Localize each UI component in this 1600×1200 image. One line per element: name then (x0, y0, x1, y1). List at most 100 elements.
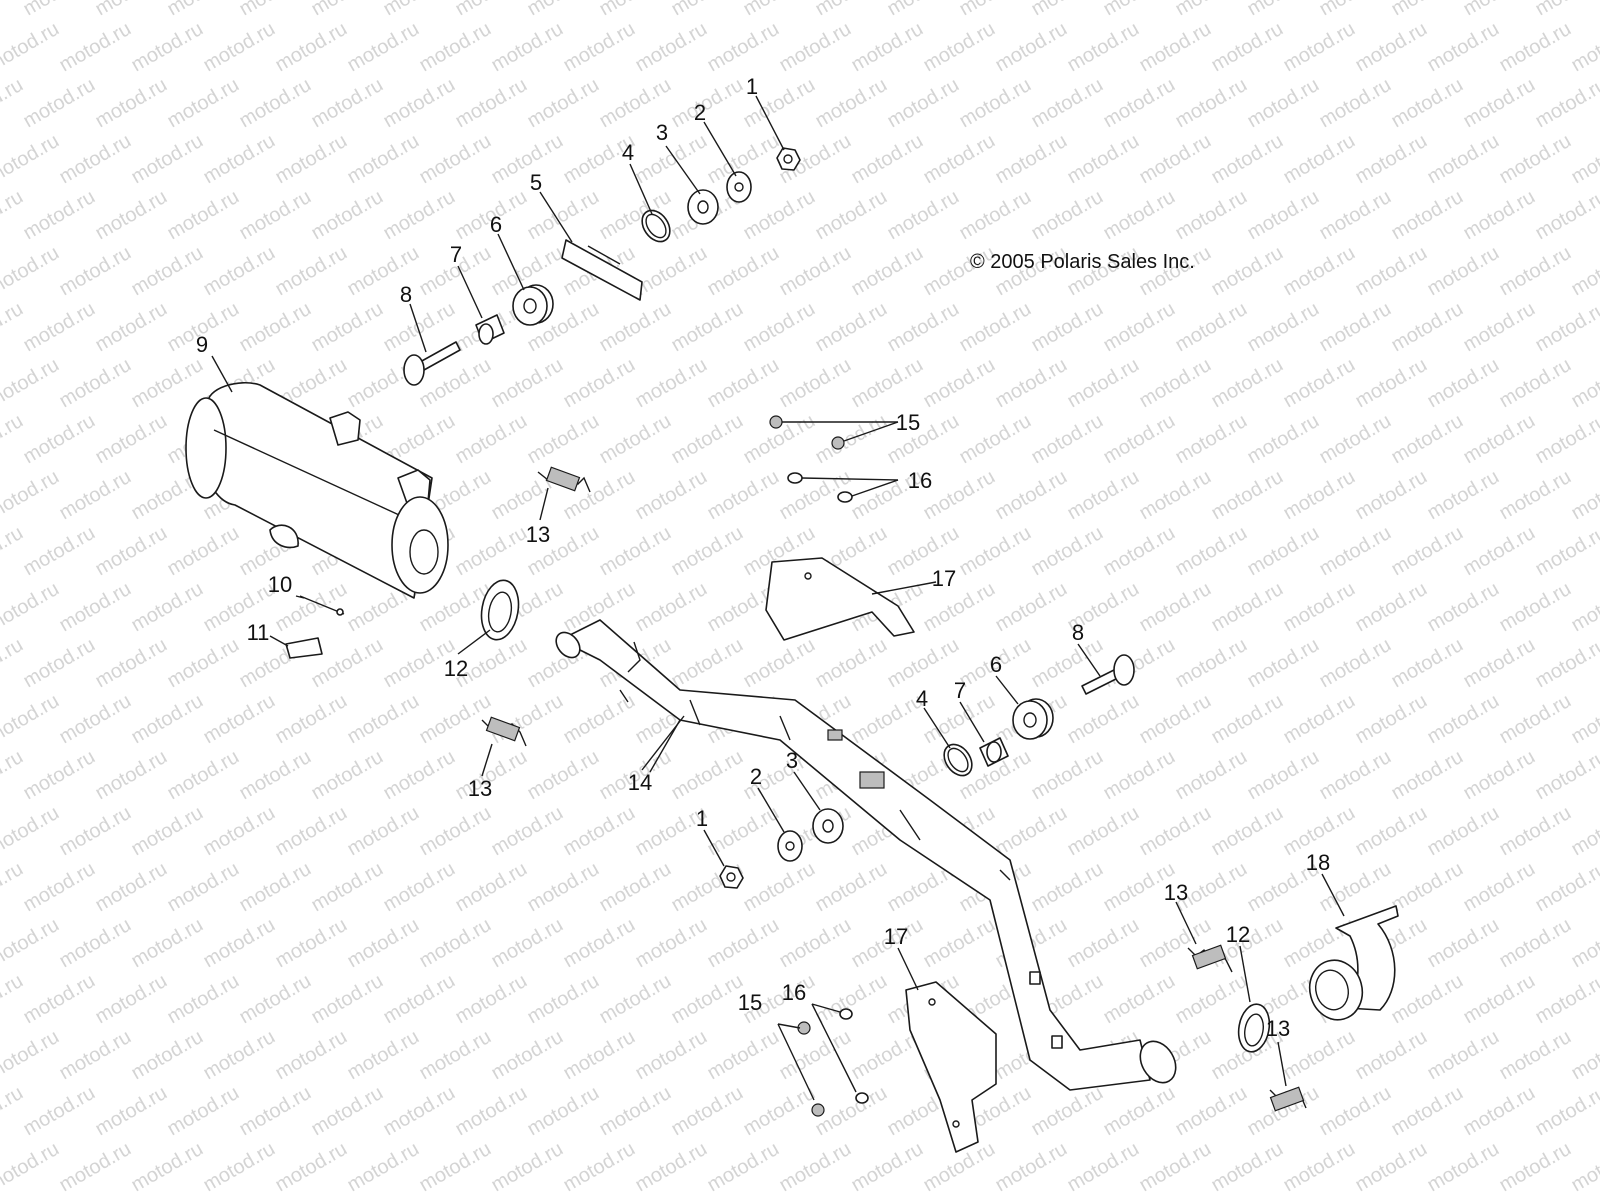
watermark-text: motod.ru (1496, 1026, 1575, 1085)
watermark-text: motod.ru (1460, 746, 1539, 805)
watermark-text: motod.ru (1136, 466, 1215, 525)
watermark-text: motod.ru (380, 1082, 459, 1141)
watermark-text: motod.ru (1532, 746, 1600, 805)
watermark-text: motod.ru (668, 634, 747, 693)
watermark-text: motod.ru (452, 1082, 531, 1141)
callout-labels: 1 2 3 4 5 6 7 8 9 10 11 12 13 13 14 15 1… (196, 74, 1330, 1041)
watermark-text: motod.ru (56, 578, 135, 637)
watermark-text: motod.ru (668, 298, 747, 357)
watermark-text: motod.ru (308, 1194, 387, 1200)
watermark-text: motod.ru (524, 970, 603, 1029)
watermark-text: motod.ru (1172, 522, 1251, 581)
watermark-text: motod.ru (20, 74, 99, 133)
watermark-text: motod.ru (1532, 410, 1600, 469)
nut-part-1-top (776, 147, 801, 171)
watermark-text: motod.ru (1388, 1194, 1467, 1200)
watermark-text: motod.ru (992, 354, 1071, 413)
watermark-text: motod.ru (1424, 466, 1503, 525)
watermark-text: motod.ru (380, 74, 459, 133)
watermark-text: motod.ru (0, 242, 63, 301)
watermark-text: motod.ru (92, 970, 171, 1029)
watermark-text: motod.ru (992, 130, 1071, 189)
watermark-text: motod.ru (740, 0, 819, 20)
watermark-text: motod.ru (1172, 1082, 1251, 1141)
callout-8-bottom: 8 (1072, 620, 1084, 645)
watermark-text: motod.ru (56, 354, 135, 413)
pin-part-10 (299, 595, 345, 616)
watermark-text: motod.ru (0, 522, 27, 581)
watermark-text: motod.ru (452, 0, 531, 20)
watermark-text: motod.ru (1244, 74, 1323, 133)
watermark-text: motod.ru (1532, 186, 1600, 245)
watermark-text: motod.ru (416, 18, 495, 77)
watermark-text: motod.ru (1460, 634, 1539, 693)
watermark-text: motod.ru (1280, 354, 1359, 413)
gasket-part-12-right (1237, 1003, 1271, 1053)
watermark-text: motod.ru (164, 970, 243, 1029)
watermark-text: motod.ru (1568, 354, 1600, 413)
watermark-text: motod.ru (236, 746, 315, 805)
watermark-text: motod.ru (956, 410, 1035, 469)
watermark-text: motod.ru (0, 690, 63, 749)
watermark-text: motod.ru (1208, 802, 1287, 861)
watermark-text: motod.ru (1532, 1082, 1600, 1141)
watermark-text: motod.ru (20, 522, 99, 581)
washer-part-16-top (787, 472, 899, 503)
watermark-text: motod.ru (1352, 466, 1431, 525)
watermark-text: motod.ru (992, 802, 1071, 861)
watermark-text: motod.ru (776, 914, 855, 973)
watermark-text: motod.ru (956, 1194, 1035, 1200)
watermark-text: motod.ru (92, 634, 171, 693)
watermark-text: motod.ru (560, 1138, 639, 1197)
watermark-text: motod.ru (56, 914, 135, 973)
watermark-text: motod.ru (1280, 18, 1359, 77)
watermark-text: motod.ru (0, 578, 63, 637)
watermark-text: motod.ru (0, 186, 27, 245)
watermark-text: motod.ru (776, 242, 855, 301)
watermark-text: motod.ru (1028, 858, 1107, 917)
watermark-text: motod.ru (20, 970, 99, 1029)
watermark-text: motod.ru (0, 1194, 27, 1200)
watermark-text: motod.ru (1496, 802, 1575, 861)
watermark-text: motod.ru (776, 1026, 855, 1085)
watermark-text: motod.ru (1064, 18, 1143, 77)
watermark-text: motod.ru (164, 634, 243, 693)
watermark-text: motod.ru (56, 466, 135, 525)
watermark-text: motod.ru (1424, 1138, 1503, 1197)
watermark-text: motod.ru (236, 74, 315, 133)
watermark-text: motod.ru (1028, 522, 1107, 581)
watermark-text: motod.ru (812, 634, 891, 693)
watermark-text: motod.ru (344, 914, 423, 973)
watermark-text: motod.ru (0, 298, 27, 357)
watermark-text: motod.ru (1100, 298, 1179, 357)
header-pipe-part-18 (1308, 905, 1399, 1021)
watermark-text: motod.ru (884, 0, 963, 20)
watermark-text: motod.ru (272, 802, 351, 861)
watermark-text: motod.ru (668, 1082, 747, 1141)
watermark-text: motod.ru (632, 1138, 711, 1197)
callout-17-bottom: 17 (884, 924, 908, 949)
watermark-text: motod.ru (1424, 690, 1503, 749)
watermark-text: motod.ru (1136, 690, 1215, 749)
watermark-text: motod.ru (236, 970, 315, 1029)
watermark-text: motod.ru (1388, 746, 1467, 805)
bushing-part-7-bottom (979, 737, 1009, 767)
watermark-text: motod.ru (272, 1026, 351, 1085)
watermark-text: motod.ru (956, 0, 1035, 20)
watermark-text: motod.ru (776, 1138, 855, 1197)
watermark-text: motod.ru (560, 18, 639, 77)
watermark-text: motod.ru (884, 1194, 963, 1200)
watermark-text: motod.ru (308, 858, 387, 917)
watermark-text: motod.ru (1208, 690, 1287, 749)
watermark-text: motod.ru (1352, 242, 1431, 301)
watermark-text: motod.ru (524, 410, 603, 469)
watermark-text: motod.ru (1100, 74, 1179, 133)
watermark-text: motod.ru (524, 858, 603, 917)
heat-shield-part-17-bottom (905, 981, 997, 1153)
watermark-text: motod.ru (1280, 466, 1359, 525)
watermark-text: motod.ru (1244, 634, 1323, 693)
watermark-text: motod.ru (596, 1194, 675, 1200)
watermark-text: motod.ru (1424, 354, 1503, 413)
watermark-text: motod.ru (956, 74, 1035, 133)
watermark-text: motod.ru (740, 1082, 819, 1141)
